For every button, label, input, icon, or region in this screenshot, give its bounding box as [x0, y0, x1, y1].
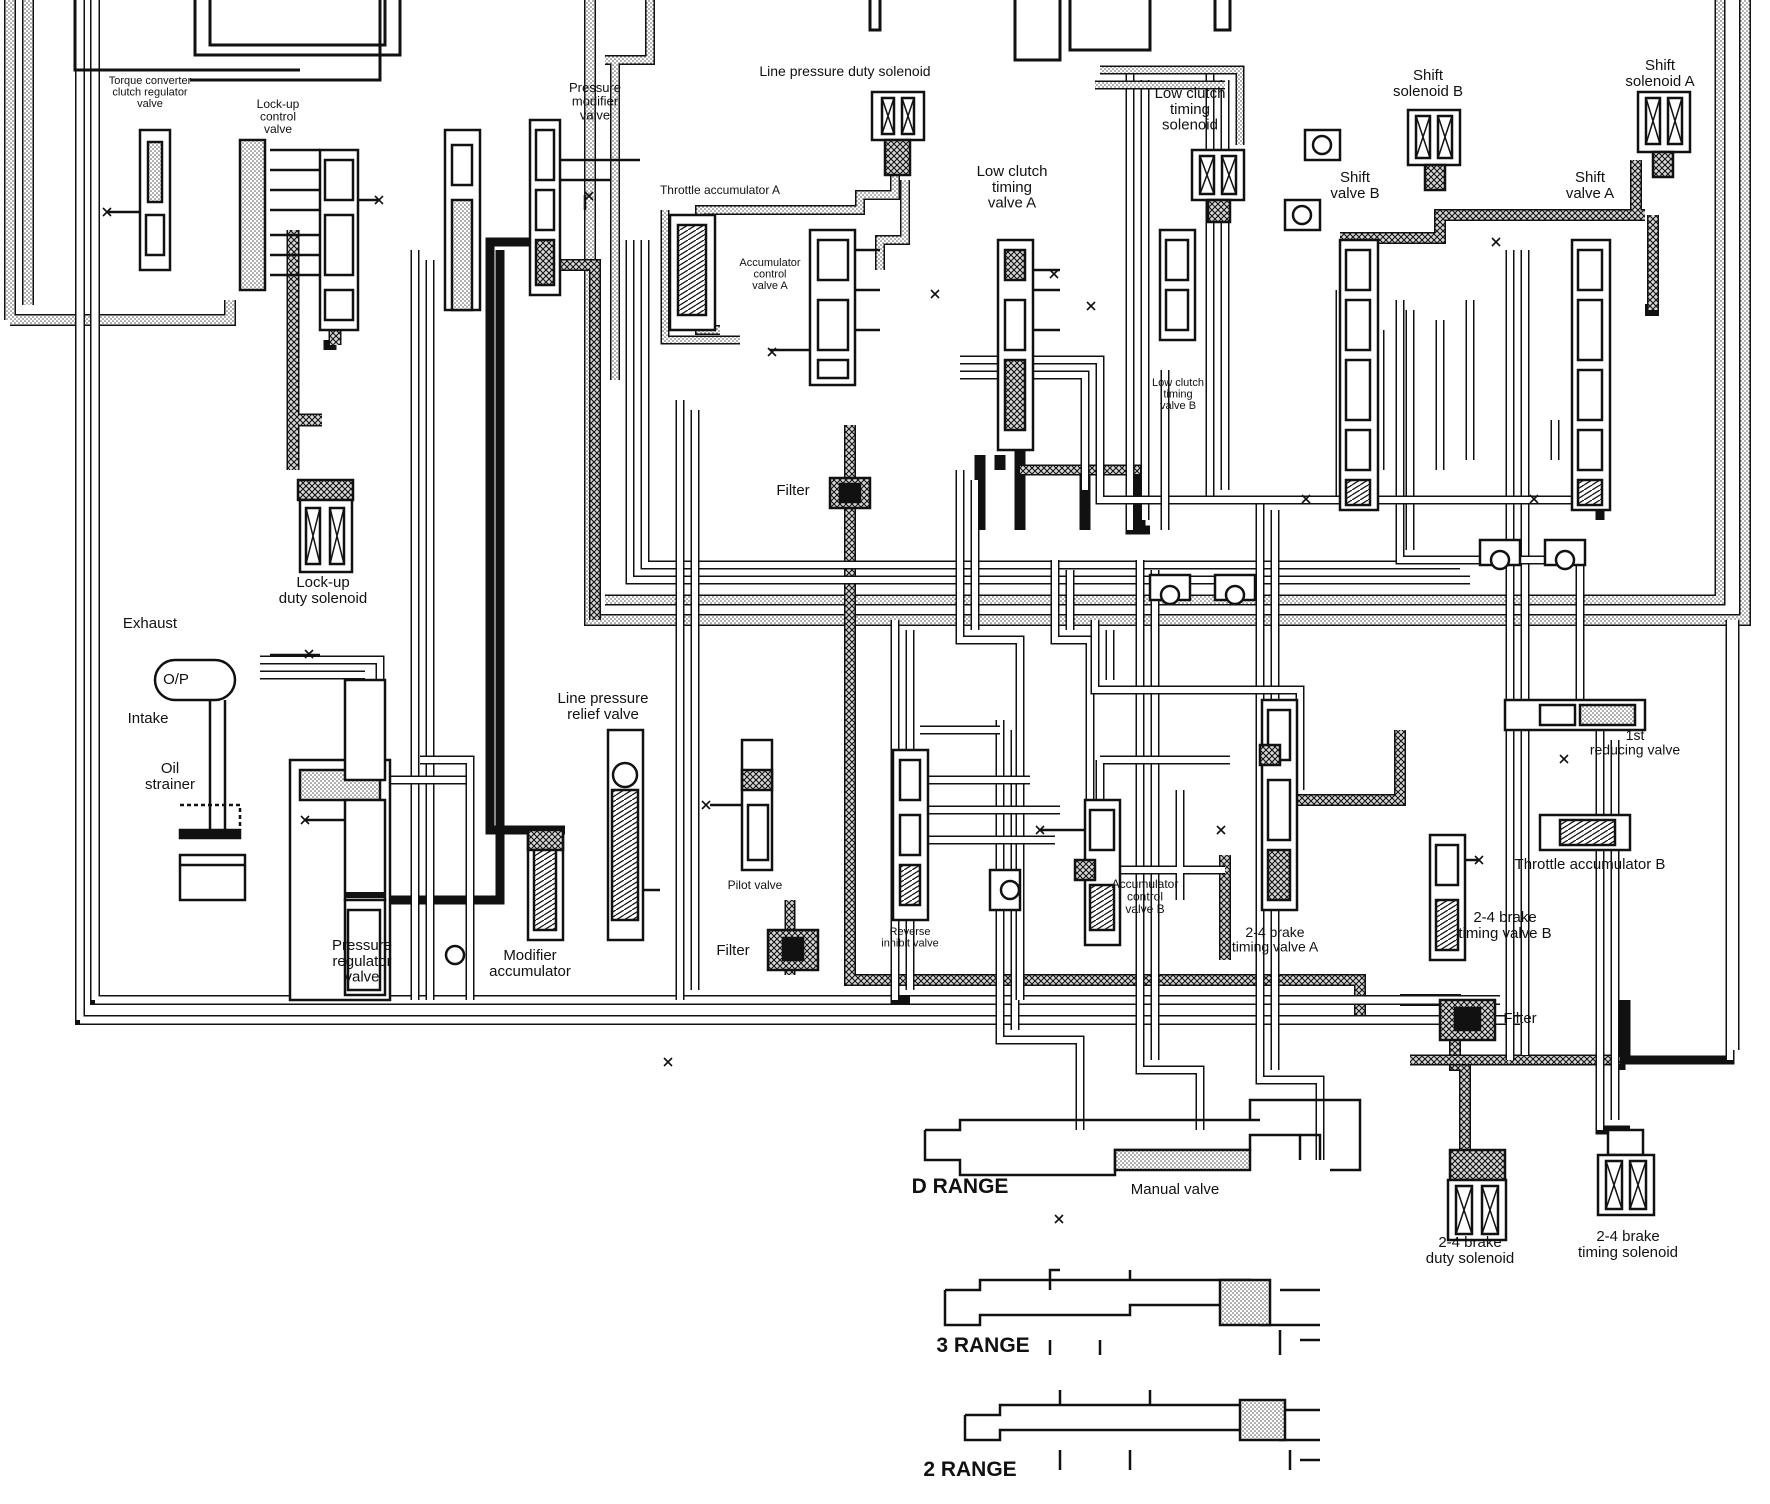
- filter-2-body: [766, 928, 820, 972]
- brake-timing-solenoid-body: [1596, 1128, 1656, 1217]
- throttle-accumulator-b-body: [1538, 813, 1632, 852]
- lock-up-duty-solenoid-body: [296, 478, 355, 574]
- filter-3-body: [1438, 998, 1497, 1042]
- label-op: O/P: [163, 671, 189, 688]
- label-line-pressure-duty-solenoid: Line pressure duty solenoid: [759, 63, 930, 79]
- solenoid-feed-passages: [660, 65, 1245, 345]
- brake-duty-solenoid-body: [1446, 1148, 1508, 1242]
- accumulator-control-valve-a-body: [770, 228, 880, 387]
- oil-strainer-body: [178, 700, 247, 902]
- label-manual-valve: Manual valve: [1131, 1181, 1219, 1198]
- fluid-passages: [4, 0, 1751, 1180]
- shift-valve-b-body: [1338, 238, 1380, 512]
- modifier-accumulator-body: [526, 828, 565, 942]
- manual-valve-3-range-body: [943, 1268, 1320, 1355]
- components: [102, 90, 1692, 1470]
- pressure-modifier-valve-body: [443, 118, 640, 312]
- accumulator-control-valve-b-body: [1040, 798, 1122, 947]
- check-balls: [444, 128, 1587, 966]
- label-d-range: D RANGE: [912, 1175, 1009, 1198]
- low-clutch-timing-solenoid-body: [1190, 148, 1246, 224]
- label-intake: Intake: [128, 710, 169, 727]
- first-reducing-valve-body: [1503, 698, 1647, 732]
- label-filter-3: Filter: [1503, 1010, 1536, 1027]
- label-pilot-valve: Pilot valve: [728, 878, 783, 892]
- label-range-3: 3 RANGE: [936, 1334, 1029, 1357]
- valve-body-outline: [73, 0, 1232, 82]
- throttle-accumulator-a-body: [668, 213, 717, 332]
- shift-solenoid-b-body: [1406, 108, 1462, 192]
- brake-timing-valve-b-body: [1428, 833, 1480, 962]
- label-throttle-accumulator-b: Throttle accumulator B: [1515, 856, 1666, 873]
- line-pressure-relief-valve-body: [606, 728, 660, 942]
- line-pressure-duty-solenoid-body: [870, 90, 926, 177]
- oil-pump-body: [153, 658, 237, 702]
- manual-valve-2-range-body: [963, 1390, 1320, 1470]
- shift-valve-a-body: [1570, 238, 1612, 512]
- exhaust-ports: [102, 191, 1569, 1224]
- label-range-2: 2 RANGE: [923, 1458, 1016, 1481]
- brake-timing-valve-a-body: [1258, 698, 1299, 912]
- filter-1-body: [828, 476, 872, 510]
- label-filter-2: Filter: [716, 942, 749, 959]
- torque-converter-clutch-regulator-valve-body: [108, 128, 172, 272]
- low-clutch-timing-valve-a-body: [996, 238, 1060, 452]
- reverse-inhibit-valve-body: [891, 748, 930, 922]
- lock-up-control-valve-body: [238, 138, 380, 332]
- label-throttle-accumulator-a: Throttle accumulator A: [660, 183, 780, 197]
- label-filter-1: Filter: [776, 482, 809, 499]
- pressure-regulator-valve-body: [270, 653, 392, 1002]
- shift-solenoid-a-body: [1636, 90, 1692, 179]
- low-clutch-timing-valve-b-body: [1158, 228, 1197, 342]
- pilot-valve-body: [710, 738, 774, 872]
- label-exhaust: Exhaust: [123, 615, 178, 632]
- manual-valve-d-range-body: [923, 1098, 1362, 1177]
